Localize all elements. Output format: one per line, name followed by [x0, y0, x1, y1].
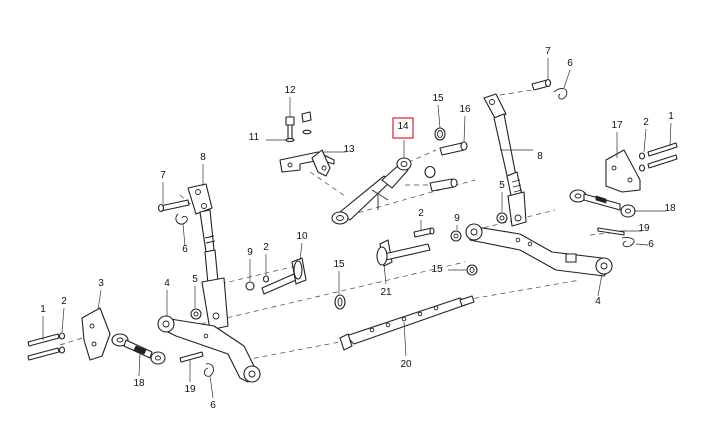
part-6-clip-top[interactable]: [553, 88, 568, 100]
callout-c6d[interactable]: 6: [210, 400, 216, 411]
callout-c15a[interactable]: 15: [432, 93, 444, 104]
part-21-pin[interactable]: [376, 239, 431, 267]
part-12-nut[interactable]: [301, 111, 312, 135]
part-15-clip-left[interactable]: [334, 294, 346, 310]
part-1-bolt-right[interactable]: [647, 142, 678, 169]
part-7-pin-top[interactable]: [531, 78, 552, 91]
callout-c15b[interactable]: 15: [333, 259, 345, 270]
callout-c6c[interactable]: 6: [648, 239, 654, 250]
callout-c7a[interactable]: 7: [545, 46, 551, 57]
callout-c2c[interactable]: 2: [263, 242, 269, 253]
part-4-lower-link-right[interactable]: [465, 223, 613, 277]
part-15-ring-lower[interactable]: [424, 165, 458, 192]
part-15-ring[interactable]: [434, 127, 446, 141]
callout-c11[interactable]: 11: [249, 132, 260, 143]
part-8-lift-rod-left[interactable]: [187, 183, 229, 331]
callout-c7b[interactable]: 7: [160, 170, 166, 181]
callout-c9a[interactable]: 9: [454, 213, 460, 224]
callout-c19b[interactable]: 19: [184, 384, 196, 395]
callout-c12[interactable]: 12: [284, 85, 296, 96]
callout-c1a[interactable]: 1: [668, 111, 674, 122]
callout-c6b[interactable]: 6: [182, 244, 188, 255]
callout-c18a[interactable]: 18: [664, 203, 676, 214]
callout-c9b[interactable]: 9: [247, 247, 253, 258]
part-9-ring-mid[interactable]: [450, 230, 462, 242]
callout-c4a[interactable]: 4: [164, 278, 170, 289]
callout-c8a[interactable]: 8: [200, 152, 206, 163]
part-1-bolt-left[interactable]: [27, 333, 60, 361]
callout-c21[interactable]: 21: [380, 287, 392, 298]
part-14-top-link[interactable]: [331, 157, 412, 225]
part-5-washer-right[interactable]: [496, 212, 508, 224]
part-12-bolt[interactable]: [285, 116, 295, 143]
part-4-lower-link-left[interactable]: [157, 315, 261, 383]
callout-c2b[interactable]: 2: [418, 208, 424, 219]
callout-c2a[interactable]: 2: [643, 117, 649, 128]
part-2-bolt-mid[interactable]: [413, 227, 435, 238]
part-19-pin-left[interactable]: [179, 351, 214, 377]
callout-c2d[interactable]: 2: [61, 296, 67, 307]
part-10-pin[interactable]: [261, 257, 307, 295]
callout-c8b[interactable]: 8: [537, 151, 543, 162]
part-7-pin-left[interactable]: [157, 199, 190, 213]
part-9-ring-left[interactable]: [245, 281, 255, 291]
part-19-pin-right[interactable]: [597, 227, 635, 247]
part-2-washer-left[interactable]: [58, 332, 66, 354]
callout-c17[interactable]: 17: [611, 120, 623, 131]
part-5-washer-left[interactable]: [190, 308, 202, 320]
callout-c14[interactable]: 14: [397, 121, 409, 132]
highlight-box: [392, 117, 414, 139]
callout-c18b[interactable]: 18: [133, 378, 145, 389]
part-15-clip-mid[interactable]: [466, 264, 478, 276]
callout-c6a[interactable]: 6: [567, 58, 573, 69]
part-17-bracket[interactable]: [605, 149, 641, 193]
callout-c19a[interactable]: 19: [638, 223, 650, 234]
part-8-lift-rod-right[interactable]: [483, 93, 533, 227]
callout-c5b[interactable]: 5: [192, 274, 198, 285]
part-13-bracket[interactable]: [279, 149, 335, 177]
part-18-stabilizer-left[interactable]: [111, 333, 166, 365]
leader-lines: [42, 58, 672, 399]
callout-c3[interactable]: 3: [98, 278, 104, 289]
part-18-stabilizer-right[interactable]: [569, 189, 636, 218]
callout-c5a[interactable]: 5: [499, 180, 505, 191]
callout-c15c[interactable]: 15: [431, 264, 443, 275]
callout-c16[interactable]: 16: [459, 104, 471, 115]
part-20-drawbar[interactable]: [339, 295, 475, 351]
part-16-pin[interactable]: [439, 141, 468, 156]
callout-c4b[interactable]: 4: [595, 296, 601, 307]
part-6-clip-left[interactable]: [175, 213, 188, 225]
callout-c10[interactable]: 10: [296, 231, 308, 242]
part-3-bracket[interactable]: [81, 307, 111, 361]
part-2-bolt-left[interactable]: [262, 275, 270, 283]
callout-c20[interactable]: 20: [400, 359, 412, 370]
part-2-washer-right[interactable]: [638, 152, 646, 172]
callout-c1b[interactable]: 1: [40, 304, 46, 315]
callout-c13[interactable]: 13: [343, 144, 355, 155]
